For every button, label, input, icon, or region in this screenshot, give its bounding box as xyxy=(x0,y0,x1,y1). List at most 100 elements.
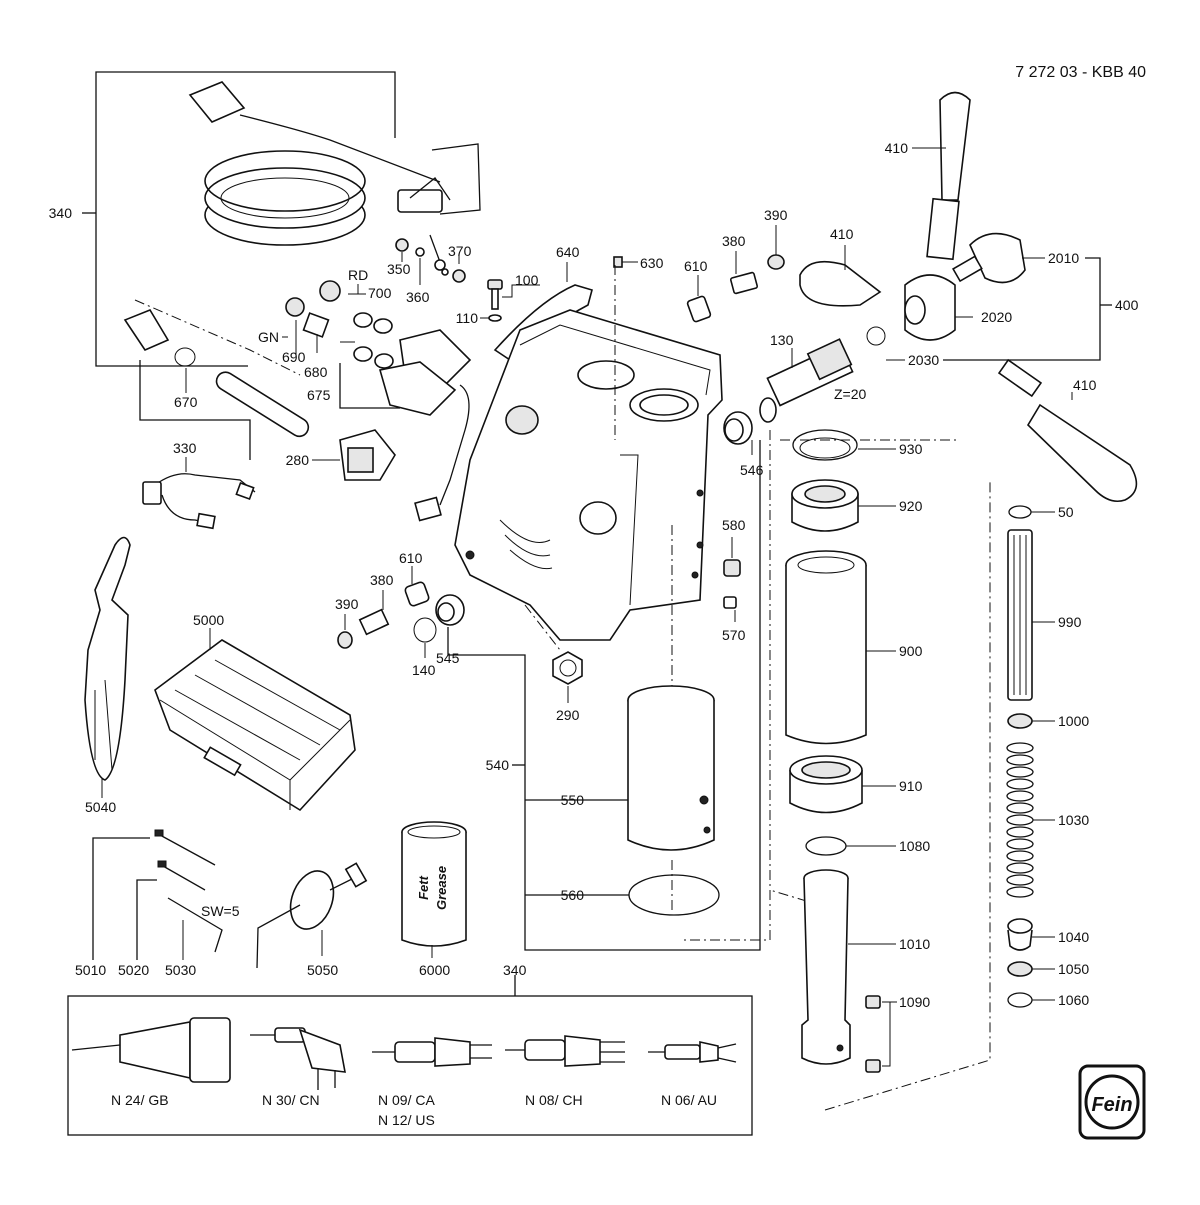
label-700: 700 xyxy=(368,285,392,301)
grease-can-label-fett: Fett xyxy=(416,875,431,900)
label-546: 546 xyxy=(740,462,764,478)
label-670: 670 xyxy=(174,394,198,410)
label-560: 560 xyxy=(561,887,585,903)
switch-parts-top xyxy=(686,225,785,323)
label-540: 540 xyxy=(486,757,510,773)
label-RD: RD xyxy=(348,267,368,283)
label-1080: 1080 xyxy=(899,838,930,854)
ring-560 xyxy=(628,874,720,916)
document-code: 7 272 03 - KBB 40 xyxy=(1015,64,1146,81)
label-Z: Z=20 xyxy=(834,386,867,402)
switch-parts-left xyxy=(337,440,761,951)
ring-930 xyxy=(792,429,896,461)
ring-50 xyxy=(1008,505,1055,519)
label-110: 110 xyxy=(456,310,479,326)
cable-gland-670 xyxy=(123,299,310,460)
label-610-top: 610 xyxy=(684,258,708,274)
label-390-left: 390 xyxy=(335,596,359,612)
label-675: 675 xyxy=(307,387,331,403)
label-990: 990 xyxy=(1058,614,1082,630)
bearing-920 xyxy=(791,479,896,532)
fein-logo: Fein xyxy=(1078,1064,1146,1140)
label-5010: 5010 xyxy=(75,962,106,978)
spring-1030 xyxy=(1006,742,1055,898)
label-1010: 1010 xyxy=(899,936,930,952)
ring-1060 xyxy=(1007,992,1055,1008)
hub-assembly-400 xyxy=(866,232,1112,361)
label-390-top: 390 xyxy=(764,207,788,223)
label-910: 910 xyxy=(899,778,923,794)
grease-can-label-grease: Grease xyxy=(434,866,449,910)
label-GN: GN xyxy=(258,329,279,345)
label-1050: 1050 xyxy=(1058,961,1089,977)
label-550: 550 xyxy=(561,792,585,808)
label-1060: 1060 xyxy=(1058,992,1089,1008)
label-340: 340 xyxy=(49,205,73,221)
terminal-parts xyxy=(395,234,466,285)
label-930: 930 xyxy=(899,441,923,457)
label-1040: 1040 xyxy=(1058,929,1089,945)
label-630: 630 xyxy=(640,255,664,271)
label-2020: 2020 xyxy=(981,309,1012,325)
knob-410 xyxy=(799,245,882,307)
label-280: 280 xyxy=(286,452,310,468)
label-570: 570 xyxy=(722,627,746,643)
label-410-a: 410 xyxy=(885,140,909,156)
nut-290 xyxy=(524,604,583,703)
label-360: 360 xyxy=(406,289,430,305)
label-400: 400 xyxy=(1115,297,1139,313)
washer-1000 xyxy=(1007,713,1055,729)
label-1030: 1030 xyxy=(1058,812,1089,828)
plug-label-ch: N 08/ CH xyxy=(525,1092,583,1108)
plug-label-cn: N 30/ CN xyxy=(262,1092,320,1108)
ejector-pin-5050 xyxy=(256,862,368,969)
label-900: 900 xyxy=(899,643,923,659)
label-380-left: 380 xyxy=(370,572,394,588)
label-140: 140 xyxy=(412,662,436,678)
carrying-case-5000 xyxy=(154,628,356,812)
lever-410 xyxy=(912,91,971,261)
label-410-c: 410 xyxy=(1073,377,1097,393)
label-330: 330 xyxy=(173,440,197,456)
label-610-left: 610 xyxy=(399,550,423,566)
label-380-top: 380 xyxy=(722,233,746,249)
label-920: 920 xyxy=(899,498,923,514)
label-350: 350 xyxy=(387,261,411,277)
washer-1050 xyxy=(1007,961,1055,977)
label-640: 640 xyxy=(556,244,580,260)
label-5040: 5040 xyxy=(85,799,116,815)
strap-5040 xyxy=(84,536,131,798)
sleeve-550 xyxy=(627,685,715,851)
label-5000: 5000 xyxy=(193,612,224,628)
bushing-546 xyxy=(723,411,753,455)
label-50: 50 xyxy=(1058,504,1074,520)
bearing-910 xyxy=(789,755,896,814)
screw-100 xyxy=(480,279,540,322)
label-2010: 2010 xyxy=(1048,250,1079,266)
label-340-plugs: 340 xyxy=(503,962,527,978)
label-130: 130 xyxy=(770,332,794,348)
plug-label-au: N 06/ AU xyxy=(661,1092,717,1108)
accessories-nails xyxy=(92,829,223,960)
lever-410-lower xyxy=(997,358,1138,503)
label-580: 580 xyxy=(722,517,746,533)
switch-280 xyxy=(312,429,396,481)
collar-1040 xyxy=(1007,918,1055,951)
plug-label-us: N 12/ US xyxy=(378,1112,435,1128)
plug-label-gb: N 24/ GB xyxy=(111,1092,169,1108)
label-SW: SW=5 xyxy=(201,903,240,919)
pinion-130 xyxy=(759,338,854,423)
tube-900 xyxy=(785,550,896,745)
screws-580-570 xyxy=(723,537,741,622)
label-410-b: 410 xyxy=(830,226,854,242)
label-5050: 5050 xyxy=(307,962,338,978)
label-545: 545 xyxy=(436,650,460,666)
screws-1090 xyxy=(865,995,897,1073)
label-100: 100 xyxy=(515,272,539,288)
label-690: 690 xyxy=(282,349,306,365)
connector-group xyxy=(282,280,472,522)
plug-variants-box xyxy=(67,975,753,1136)
cable-assembly-340 xyxy=(82,71,481,367)
